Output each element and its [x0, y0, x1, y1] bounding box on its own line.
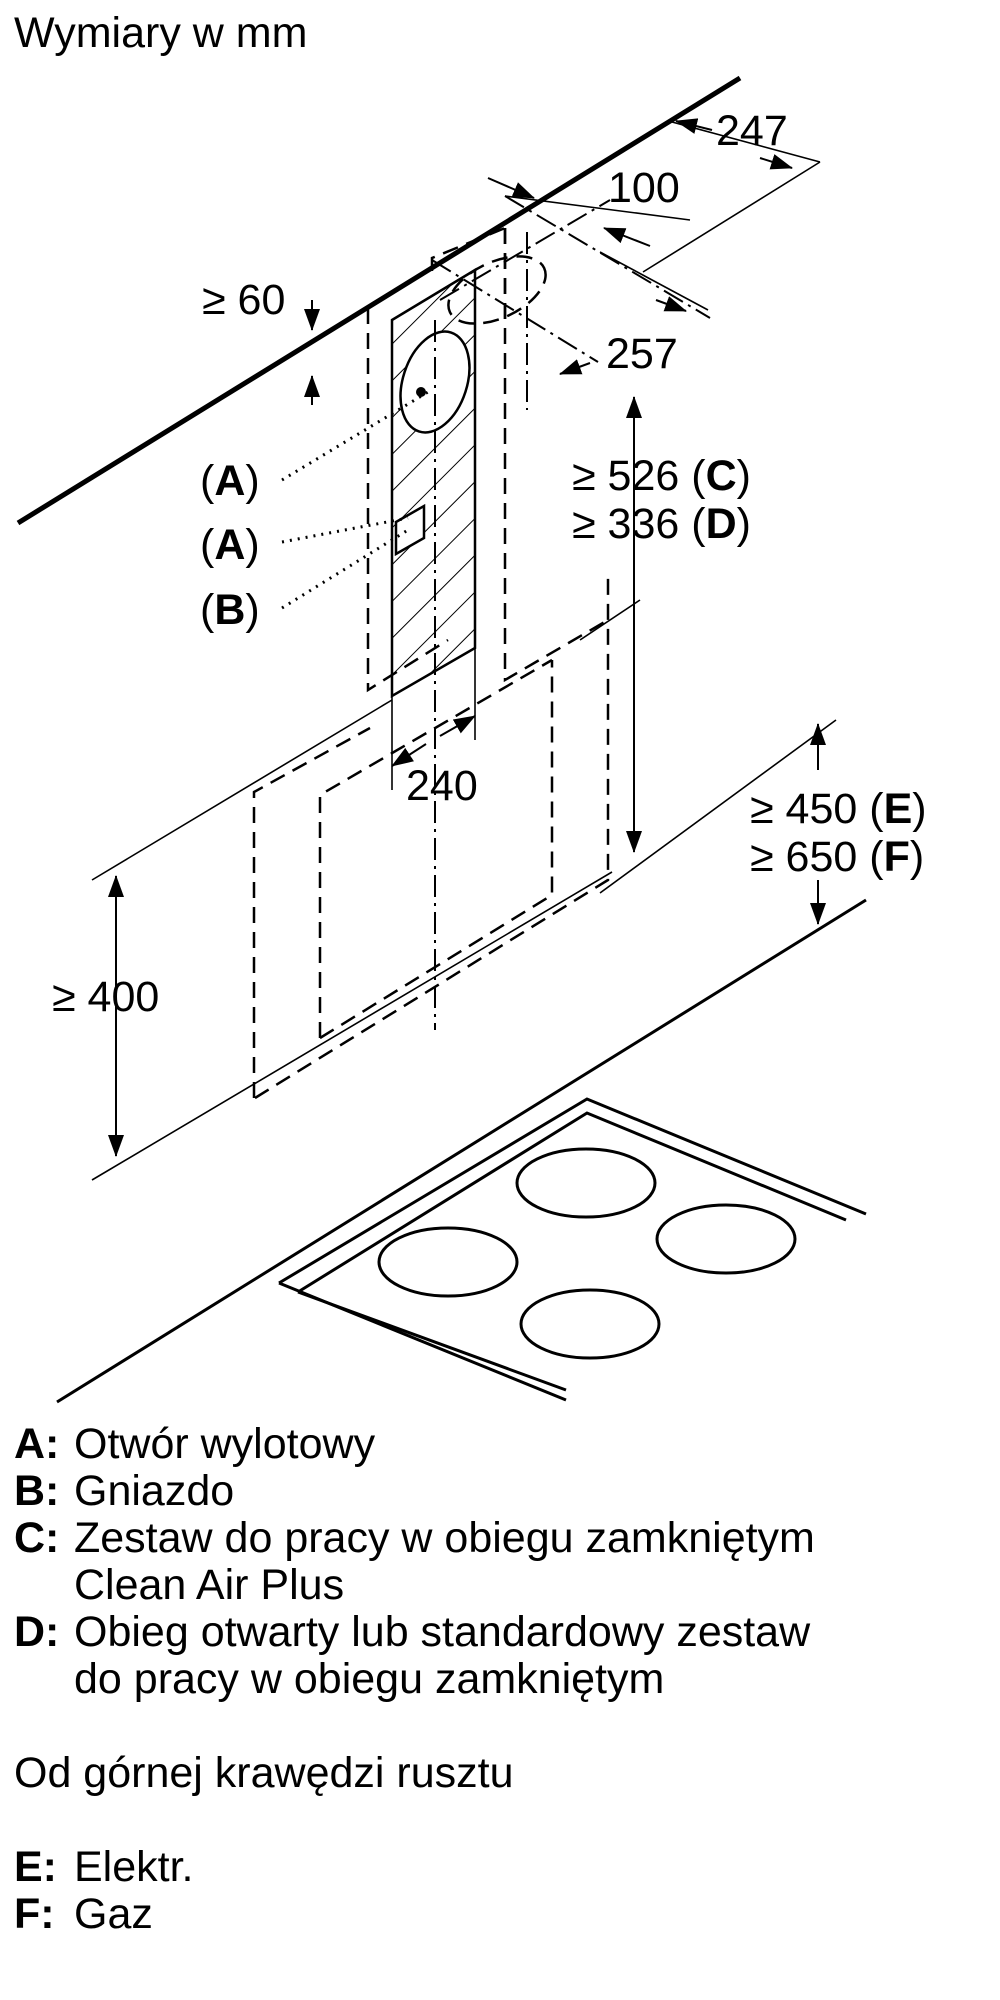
dim-100-label: 100: [608, 164, 680, 212]
dim-526-value: ≥ 526: [572, 452, 679, 500]
diagram-title: Wymiary w mm: [14, 9, 307, 57]
legend: A: Otwór wylotowy B: Gniazdo C: Zestaw d…: [14, 1421, 815, 1938]
callout-a-outlet-1: (A): [200, 457, 260, 505]
dim-450-ref: E: [884, 785, 913, 833]
legend-text: Zestaw do pracy w obiegu zamkniętym Clea…: [74, 1514, 815, 1609]
dim-60-label: ≥ 60: [202, 276, 285, 324]
legend-item-f: F: Gaz: [14, 1891, 815, 1938]
dim-257-label: 257: [606, 330, 678, 378]
legend-text: Elektr.: [74, 1843, 194, 1891]
legend-text: Obieg otwarty lub standardowy zestaw do …: [74, 1608, 811, 1703]
callout-b-socket: (B): [200, 586, 260, 634]
dim-336-ref: D: [706, 500, 737, 548]
callout-leaders: [281, 390, 429, 610]
dim-526-label: ≥ 526 (C): [572, 452, 751, 500]
dim-400-label: ≥ 400: [52, 973, 159, 1021]
callout-a-outlet-2: (A): [200, 521, 260, 569]
legend-item-a: A: Otwór wylotowy: [14, 1421, 815, 1468]
dim-650-label: ≥ 650 (F): [750, 833, 924, 881]
dimension-arrows: [108, 118, 826, 1157]
legend-text: Gaz: [74, 1890, 153, 1938]
legend-key: A:: [14, 1420, 60, 1468]
legend-text: Otwór wylotowy: [74, 1420, 376, 1468]
legend-key: B:: [14, 1467, 60, 1515]
dim-526-ref: C: [706, 452, 737, 500]
dim-450-label: ≥ 450 (E): [750, 785, 927, 833]
legend-key: E:: [14, 1843, 57, 1891]
dim-650-value: ≥ 650: [750, 833, 857, 881]
chimney-duct: [390, 267, 477, 699]
legend-item-c: C: Zestaw do pracy w obiegu zamkniętym C…: [14, 1515, 815, 1609]
hood-outline: [252, 226, 610, 1100]
legend-text: Gniazdo: [74, 1467, 235, 1515]
legend-note: Od górnej krawędzi rusztu: [14, 1750, 815, 1797]
legend-item-b: B: Gniazdo: [14, 1468, 815, 1515]
legend-item-d: D: Obieg otwarty lub standardowy zestaw …: [14, 1609, 815, 1703]
ceiling-line: [16, 75, 742, 526]
legend-key: F:: [14, 1890, 55, 1938]
legend-item-e: E: Elektr.: [14, 1844, 815, 1891]
legend-key: D:: [14, 1608, 60, 1656]
dim-336-value: ≥ 336: [572, 500, 679, 548]
dim-650-ref: F: [884, 833, 910, 881]
dim-240-label: 240: [406, 762, 478, 810]
extension-lines: [91, 121, 837, 1181]
legend-note-text: Od górnej krawędzi rusztu: [14, 1749, 514, 1797]
dim-450-value: ≥ 450: [750, 785, 857, 833]
dim-247-label: 247: [716, 107, 788, 155]
dim-336-label: ≥ 336 (D): [572, 500, 751, 548]
cooktop: [56, 898, 867, 1404]
legend-key: C:: [14, 1514, 60, 1562]
